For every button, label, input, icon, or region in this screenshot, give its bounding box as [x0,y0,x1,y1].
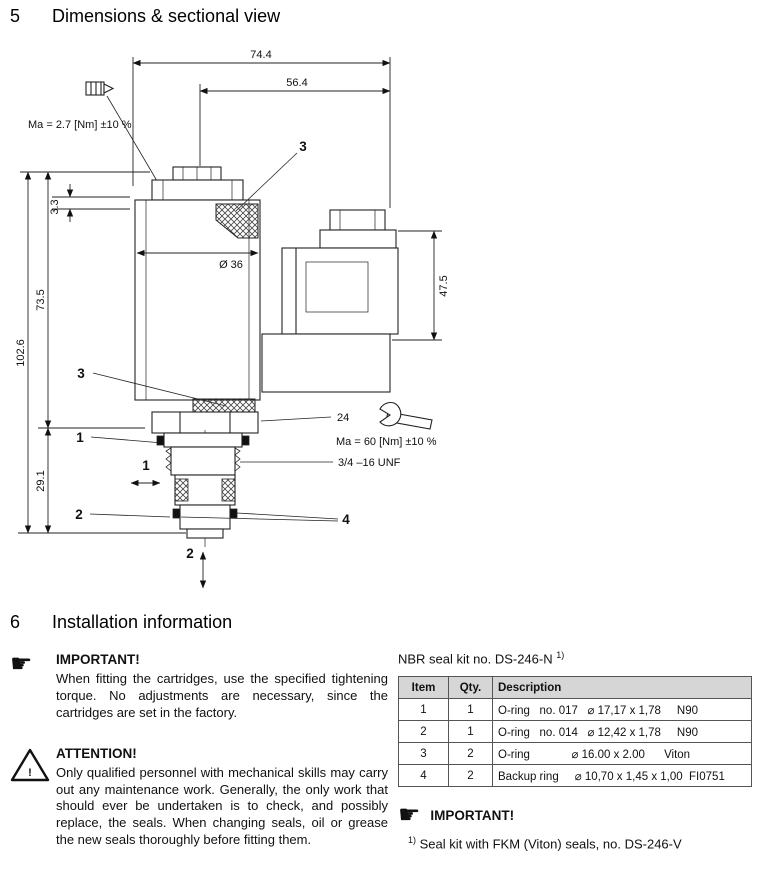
thread-callout: 3/4 –16 UNF [240,457,401,469]
sectional-drawing: 74.4 56.4 Ma = 2.7 [Nm] ±10 % 3 [15,49,450,589]
seal-kit-title-text: NBR seal kit no. DS-246-N [398,651,553,667]
section-6-title: Installation information [52,612,233,632]
dimension-56-4: 56.4 [199,77,391,166]
seal-kit-row: 4 2 Backup ring ⌀ 10,70 x 1,45 x 1,00 FI… [398,764,752,788]
seal-kit-column: NBR seal kit no. DS-246-N 1) Item Qty. D… [398,650,755,852]
attention-note-body: Only qualified personnel with mechanical… [56,764,388,848]
torque-nut-label: Ma = 60 [Nm] ±10 % [336,436,437,448]
important-note-1: ☛ IMPORTANT! When fitting the cartridges… [10,652,388,722]
section-6-number: 6 [10,612,21,632]
section-5-heading: 5 Dimensions & sectional view [10,6,280,27]
seal-detail-top [215,203,259,239]
callout-3-top: 3 [235,139,307,212]
dimension-74-4: 74.4 [132,49,391,208]
hex-nut [151,411,259,434]
dim-74-4-label: 74.4 [250,49,271,61]
dia-36-label: Ø 36 [219,259,243,271]
important-note-1-body: When fitting the cartridges, use the spe… [56,671,388,720]
dimension-3-3: 3.3 [49,184,130,222]
qty-cell: 1 [448,698,493,722]
important-note-1-title: IMPORTANT! [56,652,140,667]
item-cell: 2 [398,720,449,744]
callout-1-label: 1 [76,430,84,445]
description-cell: O-ring ⌀ 16.00 x 2.00 Viton [492,742,752,766]
callout-4-label: 4 [342,512,350,527]
dim-47-5-label: 47.5 [438,275,450,296]
callout-2: 2 [75,507,171,522]
footnote-marker: 1) [408,835,417,846]
callout-2-label: 2 [75,507,83,522]
port-1-label: 1 [142,458,150,473]
attention-note-title: ATTENTION! [56,745,137,761]
dim-102-6-label: 102.6 [15,339,27,367]
port-2-label: 2 [186,546,194,561]
section-6-heading: 6 Installation information [10,612,232,633]
footnote-text: Seal kit with FKM (Viton) seals, no. DS-… [419,836,682,852]
pointing-hand-icon: ☛ [398,801,421,830]
dim-29-1-label: 29.1 [35,470,47,491]
hex-24-label: 24 [337,412,349,424]
section-5-number: 5 [10,6,21,26]
left-dimensions: 102.6 73.5 29.1 [15,171,186,534]
warning-bang: ! [28,767,32,779]
description-cell: O-ring no. 014 ⌀ 12,42 x 1,78 N90 [492,720,752,744]
hex-size-callout: 24 [260,412,349,424]
wrench-icon [379,401,433,430]
callout-3-left-label: 3 [77,366,85,381]
pointing-hand-icon: ☛ [10,652,56,722]
qty-cell: 2 [448,742,493,766]
seal-kit-table: Item Qty. Description 1 1 O-ring no. 017… [398,676,752,788]
item-cell: 4 [398,764,449,788]
attention-note-content: ATTENTION! Only qualified personnel with… [56,746,388,849]
dimension-dia-36: Ø 36 [136,249,259,271]
section-5-title: Dimensions & sectional view [52,6,281,26]
solenoid-coil [134,166,261,401]
important-note-1-content: IMPORTANT! When fitting the cartridges, … [56,652,388,722]
seal-kit-row: 2 1 O-ring no. 014 ⌀ 12,42 x 1,78 N90 [398,720,752,744]
description-cell: Backup ring ⌀ 10,70 x 1,45 x 1,00 FI0751 [492,764,752,788]
important-note-2-title: IMPORTANT! [430,808,515,824]
header-description: Description [492,676,752,700]
seal-kit-row: 1 1 O-ring no. 017 ⌀ 17,17 x 1,78 N90 [398,698,752,722]
connector-plug [261,209,399,393]
callout-3-top-label: 3 [299,139,307,154]
callout-4: 4 [180,512,350,527]
thread-label: 3/4 –16 UNF [338,457,401,469]
seal-detail-nut [192,398,256,413]
description-cell: O-ring no. 017 ⌀ 17,17 x 1,78 N90 [492,698,752,722]
important-note-2: ☛ IMPORTANT! [398,803,755,828]
manual-override-icon [85,81,115,96]
port-1-arrow: 1 [130,458,161,487]
header-item: Item [398,676,449,700]
seal-kit-row: 3 2 O-ring ⌀ 16.00 x 2.00 Viton [398,742,752,766]
qty-cell: 2 [448,764,493,788]
seal-kit-title-footnote-marker: 1) [556,650,565,660]
dim-73-5-label: 73.5 [35,289,47,310]
port-2-arrow: 2 [186,546,207,589]
warning-triangle-icon: ! [10,746,56,849]
header-qty: Qty. [448,676,493,700]
dim-56-4-label: 56.4 [286,77,307,89]
callout-1: 1 [76,430,164,445]
item-cell: 3 [398,742,449,766]
cartridge-stem [156,430,250,547]
installation-notes-column: ☛ IMPORTANT! When fitting the cartridges… [10,652,388,873]
pointing-hand-glyph: ☛ [10,650,33,678]
seal-kit-footnote: 1) Seal kit with FKM (Viton) seals, no. … [398,835,755,851]
qty-cell: 1 [448,720,493,744]
dim-3-3-label: 3.3 [49,199,61,214]
seal-kit-header-row: Item Qty. Description [398,676,752,700]
dimension-47-5: 47.5 [392,230,450,341]
item-cell: 1 [398,698,449,722]
attention-note: ! ATTENTION! Only qualified personnel wi… [10,746,388,849]
torque-top-label: Ma = 2.7 [Nm] ±10 % [28,119,132,131]
seal-kit-title: NBR seal kit no. DS-246-N 1) [398,650,755,666]
